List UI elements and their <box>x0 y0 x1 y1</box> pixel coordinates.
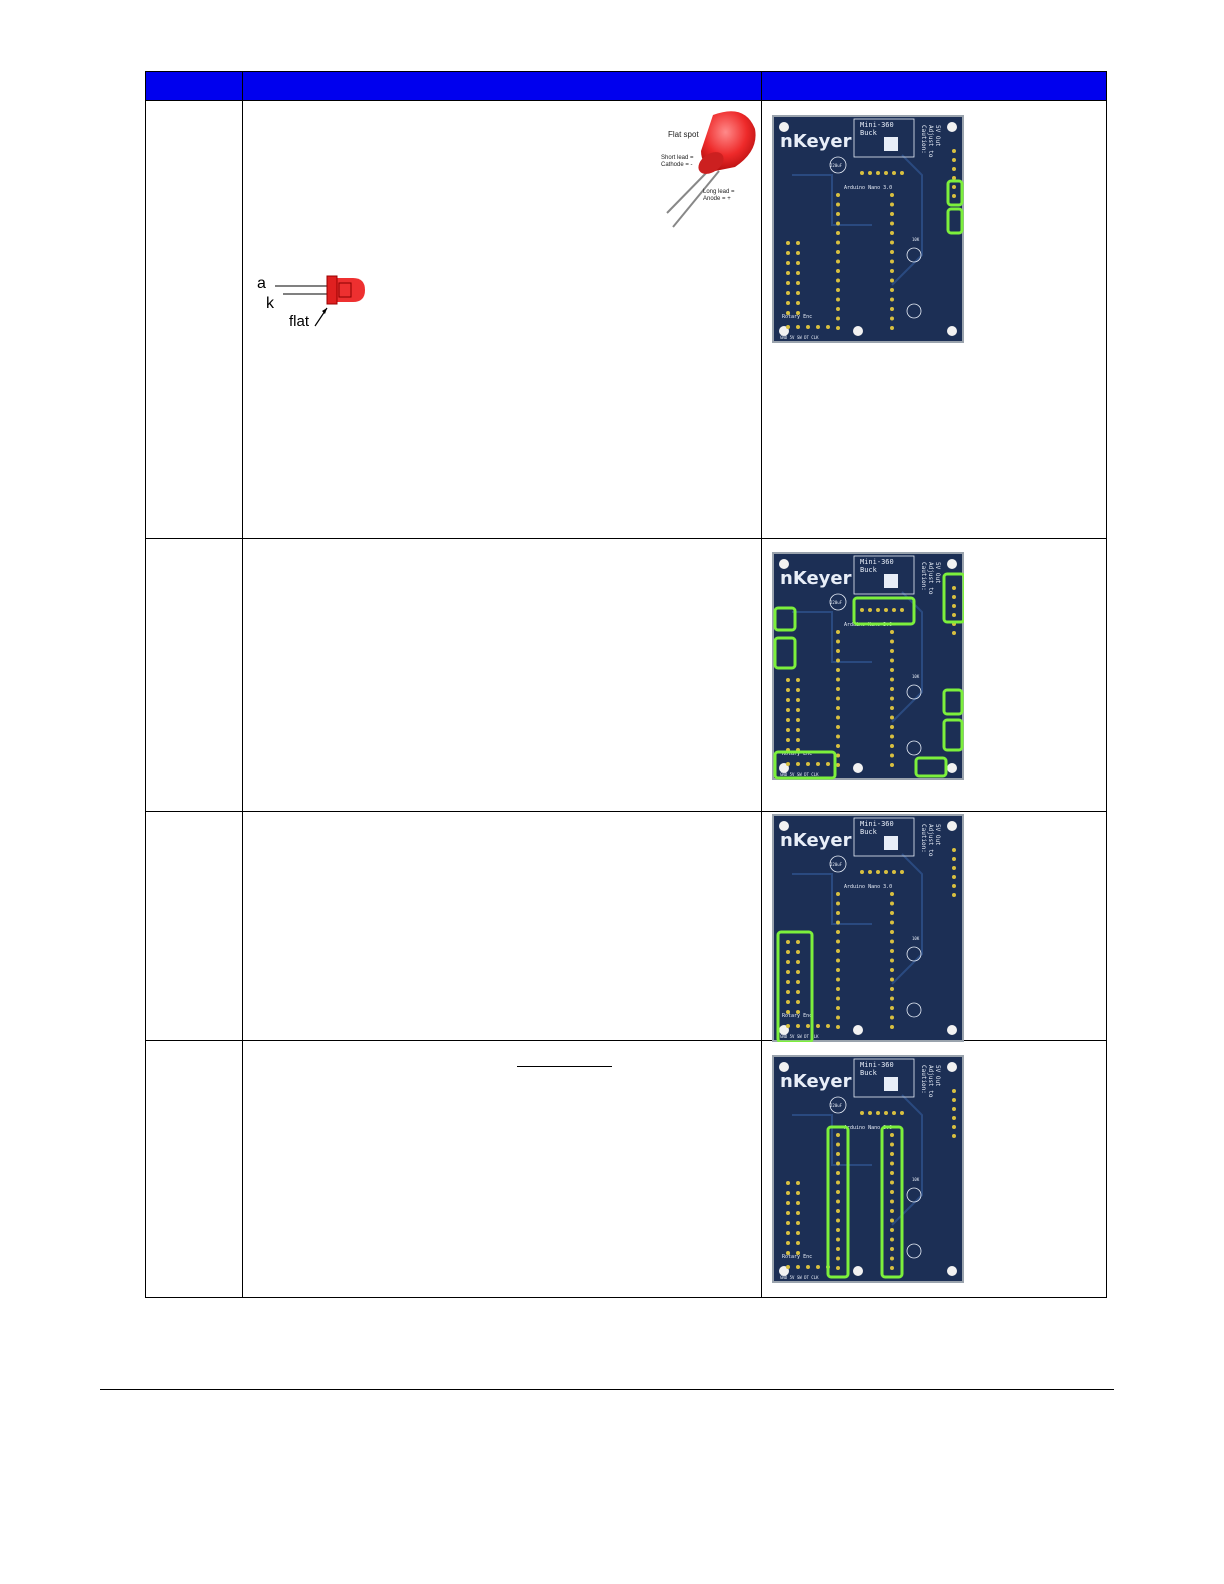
instruction-cell <box>242 811 762 1042</box>
instruction-cell: Flat spot Short lead = Cathode = - Long … <box>242 100 762 539</box>
anode-label: Anode = + <box>703 196 731 202</box>
svg-text:220uF: 220uF <box>830 600 843 605</box>
svg-text:220uF: 220uF <box>830 862 843 867</box>
svg-text:GND 5V SW DT CLK: GND 5V SW DT CLK <box>780 1275 819 1280</box>
svg-text:10K: 10K <box>912 237 920 242</box>
svg-text:Mini-360: Mini-360 <box>860 121 894 129</box>
svg-text:Arduino Nano 3.0: Arduino Nano 3.0 <box>844 884 892 890</box>
led-symbol-diagram <box>275 275 365 327</box>
svg-text:Mini-360: Mini-360 <box>860 820 894 828</box>
svg-text:nKeyer: nKeyer <box>780 568 852 589</box>
svg-text:Caution:: Caution: <box>920 562 927 591</box>
svg-text:Rotary Enc: Rotary Enc <box>782 314 812 320</box>
flat-spot-label: Flat spot <box>668 130 699 139</box>
step-cell <box>145 811 243 1042</box>
svg-text:Adjust to: Adjust to <box>927 824 934 857</box>
cathode-symbol-label: k <box>266 295 274 313</box>
step-cell <box>145 100 243 539</box>
svg-text:nKeyer: nKeyer <box>780 131 852 152</box>
svg-text:Arduino Nano 3.0: Arduino Nano 3.0 <box>844 1125 892 1131</box>
svg-text:5V Out: 5V Out <box>934 1065 941 1087</box>
svg-text:Caution:: Caution: <box>920 1065 927 1094</box>
svg-text:Adjust to: Adjust to <box>927 125 934 158</box>
cathode-label: Cathode = - <box>661 162 693 168</box>
svg-text:10K: 10K <box>912 674 920 679</box>
svg-text:Buck: Buck <box>860 828 878 836</box>
svg-text:220uF: 220uF <box>830 1103 843 1108</box>
svg-text:Buck: Buck <box>860 566 878 574</box>
header-image <box>761 70 1107 102</box>
svg-text:Rotary Enc: Rotary Enc <box>782 1013 812 1019</box>
step-cell <box>145 537 243 813</box>
footer-rule <box>100 1389 1114 1390</box>
underline-mark <box>517 1066 612 1068</box>
assembly-table: Flat spot Short lead = Cathode = - Long … <box>145 70 1107 1298</box>
svg-text:GND 5V SW DT CLK: GND 5V SW DT CLK <box>780 1034 819 1039</box>
anode-symbol-label: a <box>257 275 266 293</box>
led-photo: Flat spot Short lead = Cathode = - Long … <box>661 111 756 228</box>
svg-text:5V Out: 5V Out <box>934 824 941 846</box>
svg-text:Buck: Buck <box>860 1069 878 1077</box>
svg-text:5V Out: 5V Out <box>934 125 941 147</box>
svg-text:10K: 10K <box>912 1177 920 1182</box>
svg-text:Rotary Enc: Rotary Enc <box>782 1254 812 1260</box>
svg-text:Caution:: Caution: <box>920 125 927 154</box>
flat-symbol-label: flat <box>289 313 310 331</box>
short-lead-label: Short lead = <box>661 155 694 161</box>
svg-text:GND 5V SW DT CLK: GND 5V SW DT CLK <box>780 335 819 340</box>
svg-text:Mini-360: Mini-360 <box>860 1061 894 1069</box>
svg-text:Adjust to: Adjust to <box>927 1065 934 1098</box>
svg-text:nKeyer: nKeyer <box>780 830 852 851</box>
svg-text:Caution:: Caution: <box>920 824 927 853</box>
header-step <box>145 70 243 102</box>
svg-text:Mini-360: Mini-360 <box>860 558 894 566</box>
step-cell <box>145 1040 243 1298</box>
svg-text:Rotary Enc: Rotary Enc <box>782 751 812 757</box>
svg-text:Arduino Nano 3.0: Arduino Nano 3.0 <box>844 185 892 191</box>
table-header-row <box>145 70 1107 102</box>
svg-text:nKeyer: nKeyer <box>780 1071 852 1092</box>
svg-text:GND 5V SW DT CLK: GND 5V SW DT CLK <box>780 772 819 777</box>
svg-text:220uF: 220uF <box>830 163 843 168</box>
header-instructions <box>242 70 762 102</box>
svg-text:Adjust to: Adjust to <box>927 562 934 595</box>
svg-text:10K: 10K <box>912 936 920 941</box>
svg-text:5V Out: 5V Out <box>934 562 941 584</box>
long-lead-label: Long lead = <box>703 189 735 195</box>
instruction-cell <box>242 1040 762 1298</box>
table-row: Flat spot Short lead = Cathode = - Long … <box>145 100 1107 539</box>
svg-text:Buck: Buck <box>860 129 878 137</box>
instruction-cell <box>242 537 762 813</box>
